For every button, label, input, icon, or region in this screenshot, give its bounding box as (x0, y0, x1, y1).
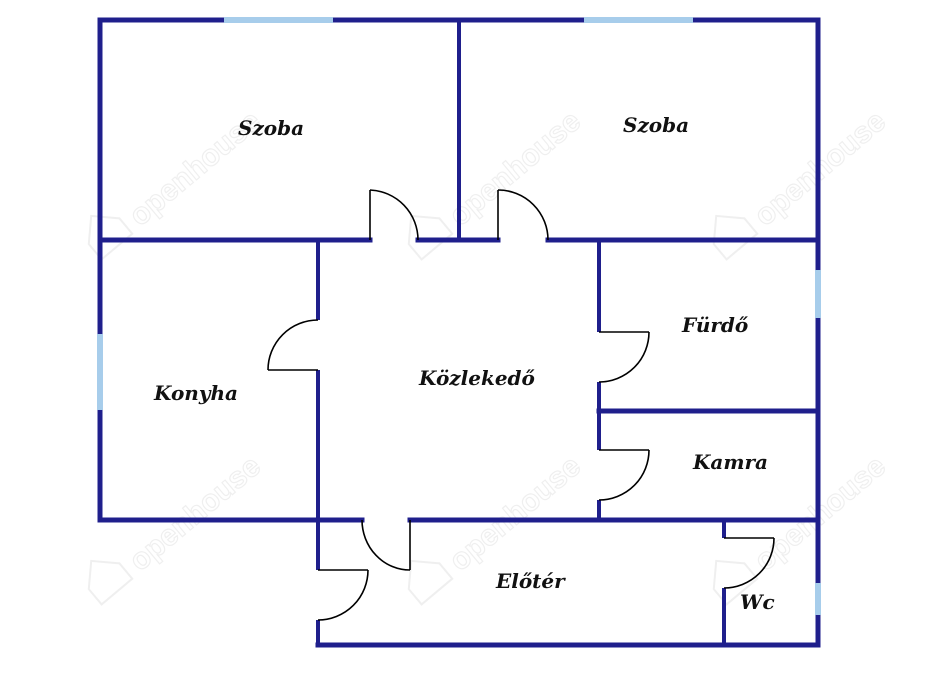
room-label-szoba-left: Szoba (238, 116, 304, 140)
room-label-kozlekedo: Közlekedő (418, 366, 536, 390)
door-entrance[interactable] (317, 569, 369, 621)
room-label-wc: Wc (740, 590, 775, 614)
door-szoba-left[interactable] (369, 189, 419, 241)
walls (97, 17, 821, 648)
room-labels: Szoba Szoba Konyha Közlekedő Fürdő Kamra… (153, 113, 775, 614)
room-label-furdo: Fürdő (681, 313, 749, 337)
room-label-kamra: Kamra (692, 450, 768, 474)
watermark-logo: openhouse (87, 449, 268, 606)
door-wc[interactable] (723, 537, 775, 589)
room-label-konyha: Konyha (153, 381, 238, 405)
door-eloter-kozlekedo[interactable] (361, 519, 411, 571)
room-label-szoba-right: Szoba (623, 113, 689, 137)
watermark-text: openhouse (123, 449, 267, 577)
door-kamra[interactable] (598, 449, 650, 501)
door-konyha[interactable] (267, 319, 319, 371)
door-szoba-right[interactable] (497, 189, 549, 241)
doors (267, 189, 775, 621)
windows (97, 17, 821, 615)
door-furdo[interactable] (598, 331, 650, 383)
watermark-text: openhouse (443, 104, 587, 232)
watermark-layer: openhouse openhouse openhouse openhouse … (87, 104, 893, 606)
room-label-eloter: Előtér (495, 569, 566, 593)
watermark-text: openhouse (443, 449, 587, 577)
